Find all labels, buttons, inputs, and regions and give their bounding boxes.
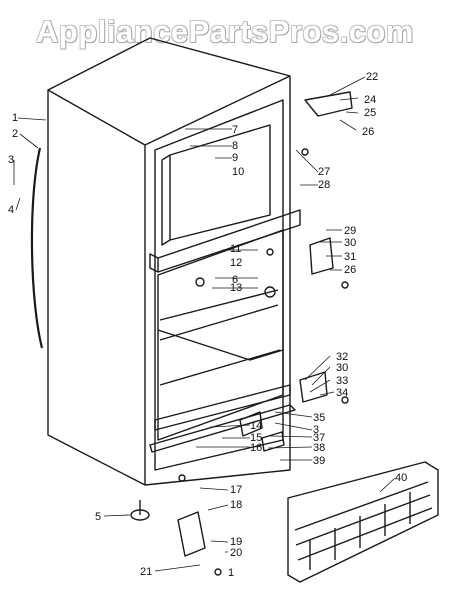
cabinet-shell: [47, 37, 291, 486]
part-label: 28: [318, 179, 330, 191]
cabinet-front-edge: [47, 89, 146, 485]
kick-plate: [287, 461, 439, 583]
part-label: 1: [228, 567, 234, 579]
part-label: 37: [313, 432, 325, 444]
part-label: 22: [366, 71, 378, 83]
part-label: 18: [230, 499, 242, 511]
part-label: 4: [8, 204, 14, 216]
part-label: 32: [336, 351, 348, 363]
part-label: 29: [344, 225, 356, 237]
part-label: 24: [364, 94, 376, 106]
part-label: 15: [250, 432, 262, 444]
part-label: 1: [12, 112, 18, 124]
part-label: 5: [95, 511, 101, 523]
part-label: 7: [232, 124, 238, 136]
part-label: 34: [336, 387, 348, 399]
part-label: 10: [232, 166, 244, 178]
part-label: 2: [12, 128, 18, 140]
part-label: 11: [230, 243, 241, 255]
part-label: 3: [313, 424, 319, 436]
part-label: 19: [230, 536, 242, 548]
part-label: 14: [250, 420, 262, 432]
part-label: 21: [140, 566, 152, 578]
part-label: 30: [336, 362, 348, 374]
part-label: 26: [344, 264, 356, 276]
part-label: 3: [8, 154, 14, 166]
part-label: 38: [313, 442, 325, 454]
cabinet-top-edge: [144, 75, 291, 146]
watermark: AppliancePartsPros.com: [36, 14, 414, 49]
part-label: 31: [344, 251, 356, 263]
part-label: 26: [362, 126, 374, 138]
part-label: 27: [318, 166, 330, 178]
part-label: 40: [395, 472, 407, 484]
part-label: 20: [230, 547, 242, 559]
part-label: 9: [232, 152, 238, 164]
part-label: 17: [230, 484, 242, 496]
part-label: 39: [313, 455, 325, 467]
part-label: 12: [230, 257, 242, 269]
part-label: 6: [232, 274, 238, 286]
part-label: 13: [230, 282, 242, 294]
door-rod: [30, 147, 44, 349]
part-label: 35: [313, 412, 325, 424]
part-label: 25: [364, 107, 376, 119]
part-label: 8: [232, 140, 238, 152]
crossbar: [157, 209, 301, 273]
part-label: 33: [336, 375, 348, 387]
part-label: 30: [344, 237, 356, 249]
part-label: 16: [250, 442, 262, 454]
